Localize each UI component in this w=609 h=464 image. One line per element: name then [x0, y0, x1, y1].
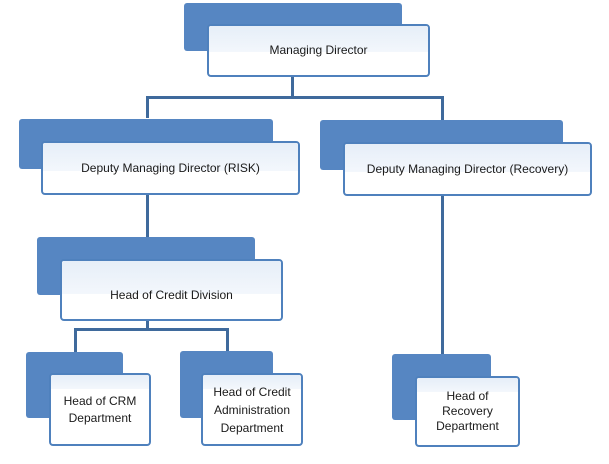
connector-to-crm: [74, 328, 77, 352]
credit-admin-label: Head of Credit Administration Department: [213, 384, 291, 435]
credit-division-box-highlight: [62, 261, 281, 294]
dmd-risk-label: Deputy Managing Director (RISK): [81, 160, 260, 175]
md-box[interactable]: Managing Director: [207, 24, 430, 77]
connector-to-dmd-recovery: [441, 96, 444, 120]
connector-dmd-risk-to-credit: [146, 194, 149, 238]
crm-box[interactable]: Head of CRM Department: [49, 373, 151, 446]
dmd-recovery-box-highlight: [345, 144, 590, 172]
recovery-label: Head of Recovery Department: [436, 389, 499, 433]
crm-label: Head of CRM Department: [63, 393, 137, 425]
credit-admin-box[interactable]: Head of Credit Administration Department: [201, 373, 303, 446]
recovery-box[interactable]: Head of Recovery Department: [415, 376, 520, 447]
connector-to-credit-admin: [226, 328, 229, 352]
dmd-recovery-box[interactable]: Deputy Managing Director (Recovery): [343, 142, 592, 196]
connector-top-horizontal: [146, 96, 443, 99]
md-box-highlight: [209, 26, 428, 52]
md-label: Managing Director: [269, 43, 368, 57]
dmd-risk-box[interactable]: Deputy Managing Director (RISK): [41, 141, 300, 195]
dmd-recovery-label: Deputy Managing Director (Recovery): [366, 161, 569, 176]
credit-division-box[interactable]: Head of Credit Division: [60, 259, 283, 321]
connector-bottom-horizontal: [74, 328, 229, 331]
connector-to-dmd-risk: [146, 96, 149, 118]
connector-md-down: [291, 76, 294, 98]
dmd-risk-box-highlight: [43, 143, 298, 171]
credit-division-label: Head of Credit Division: [110, 287, 233, 302]
connector-dmd-recovery-to-recovery: [441, 196, 444, 354]
connector-credit-down: [146, 320, 149, 330]
recovery-box-highlight: [417, 378, 518, 392]
crm-box-highlight: [51, 375, 149, 389]
credit-admin-box-highlight: [203, 375, 301, 389]
